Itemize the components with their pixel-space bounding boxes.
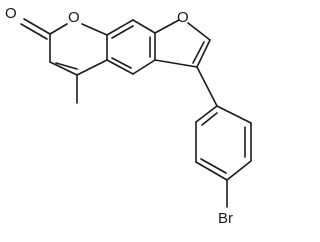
bond-ph6-ph1 <box>195 105 218 123</box>
bond-c2-carbonyl-o-b <box>20 23 48 40</box>
bond-lines <box>20 18 252 208</box>
bond-c3-c4-inner <box>55 62 78 70</box>
bond-c8b-furan-o <box>154 19 180 34</box>
furan-oxygen-label: O <box>177 9 189 26</box>
bond-c2-ring-o <box>49 23 68 35</box>
bond-ph6-ph1-inner <box>201 112 218 126</box>
bond-ring-o-c8a <box>81 23 108 36</box>
bond-c8-c8b <box>132 19 156 34</box>
bond-c4-c4a <box>76 59 108 76</box>
bond-c2-carbonyl-o-a <box>23 18 51 35</box>
bond-c5-c4a-inner <box>111 57 132 69</box>
bromine-label: Br <box>218 210 233 227</box>
bond-c3f-phenyl <box>196 66 218 107</box>
bond-c2f-c3f-inner <box>192 41 205 64</box>
bond-ph4-ph5-inner <box>200 158 227 174</box>
bond-c3-c4-outer <box>49 61 78 76</box>
bond-ph3-ph4 <box>226 160 252 181</box>
bond-c4b-c5 <box>132 59 156 75</box>
bond-c8a-c8-inner <box>111 25 134 39</box>
bond-furan-o-c2f <box>187 22 211 41</box>
chemical-structure-diagram: O O O Br <box>5 5 252 227</box>
carbonyl-oxygen-label: O <box>5 5 17 22</box>
bond-ph4-ph5 <box>195 161 228 181</box>
bond-c5-c4a <box>106 59 134 75</box>
ring-oxygen-label: O <box>68 9 80 26</box>
bond-c3f-c4b <box>154 59 198 68</box>
bond-ph1-ph2 <box>216 105 252 124</box>
bond-c2f-c3f <box>196 39 211 68</box>
atom-labels: O O O Br <box>5 5 233 227</box>
bond-c8a-c8 <box>106 19 134 36</box>
